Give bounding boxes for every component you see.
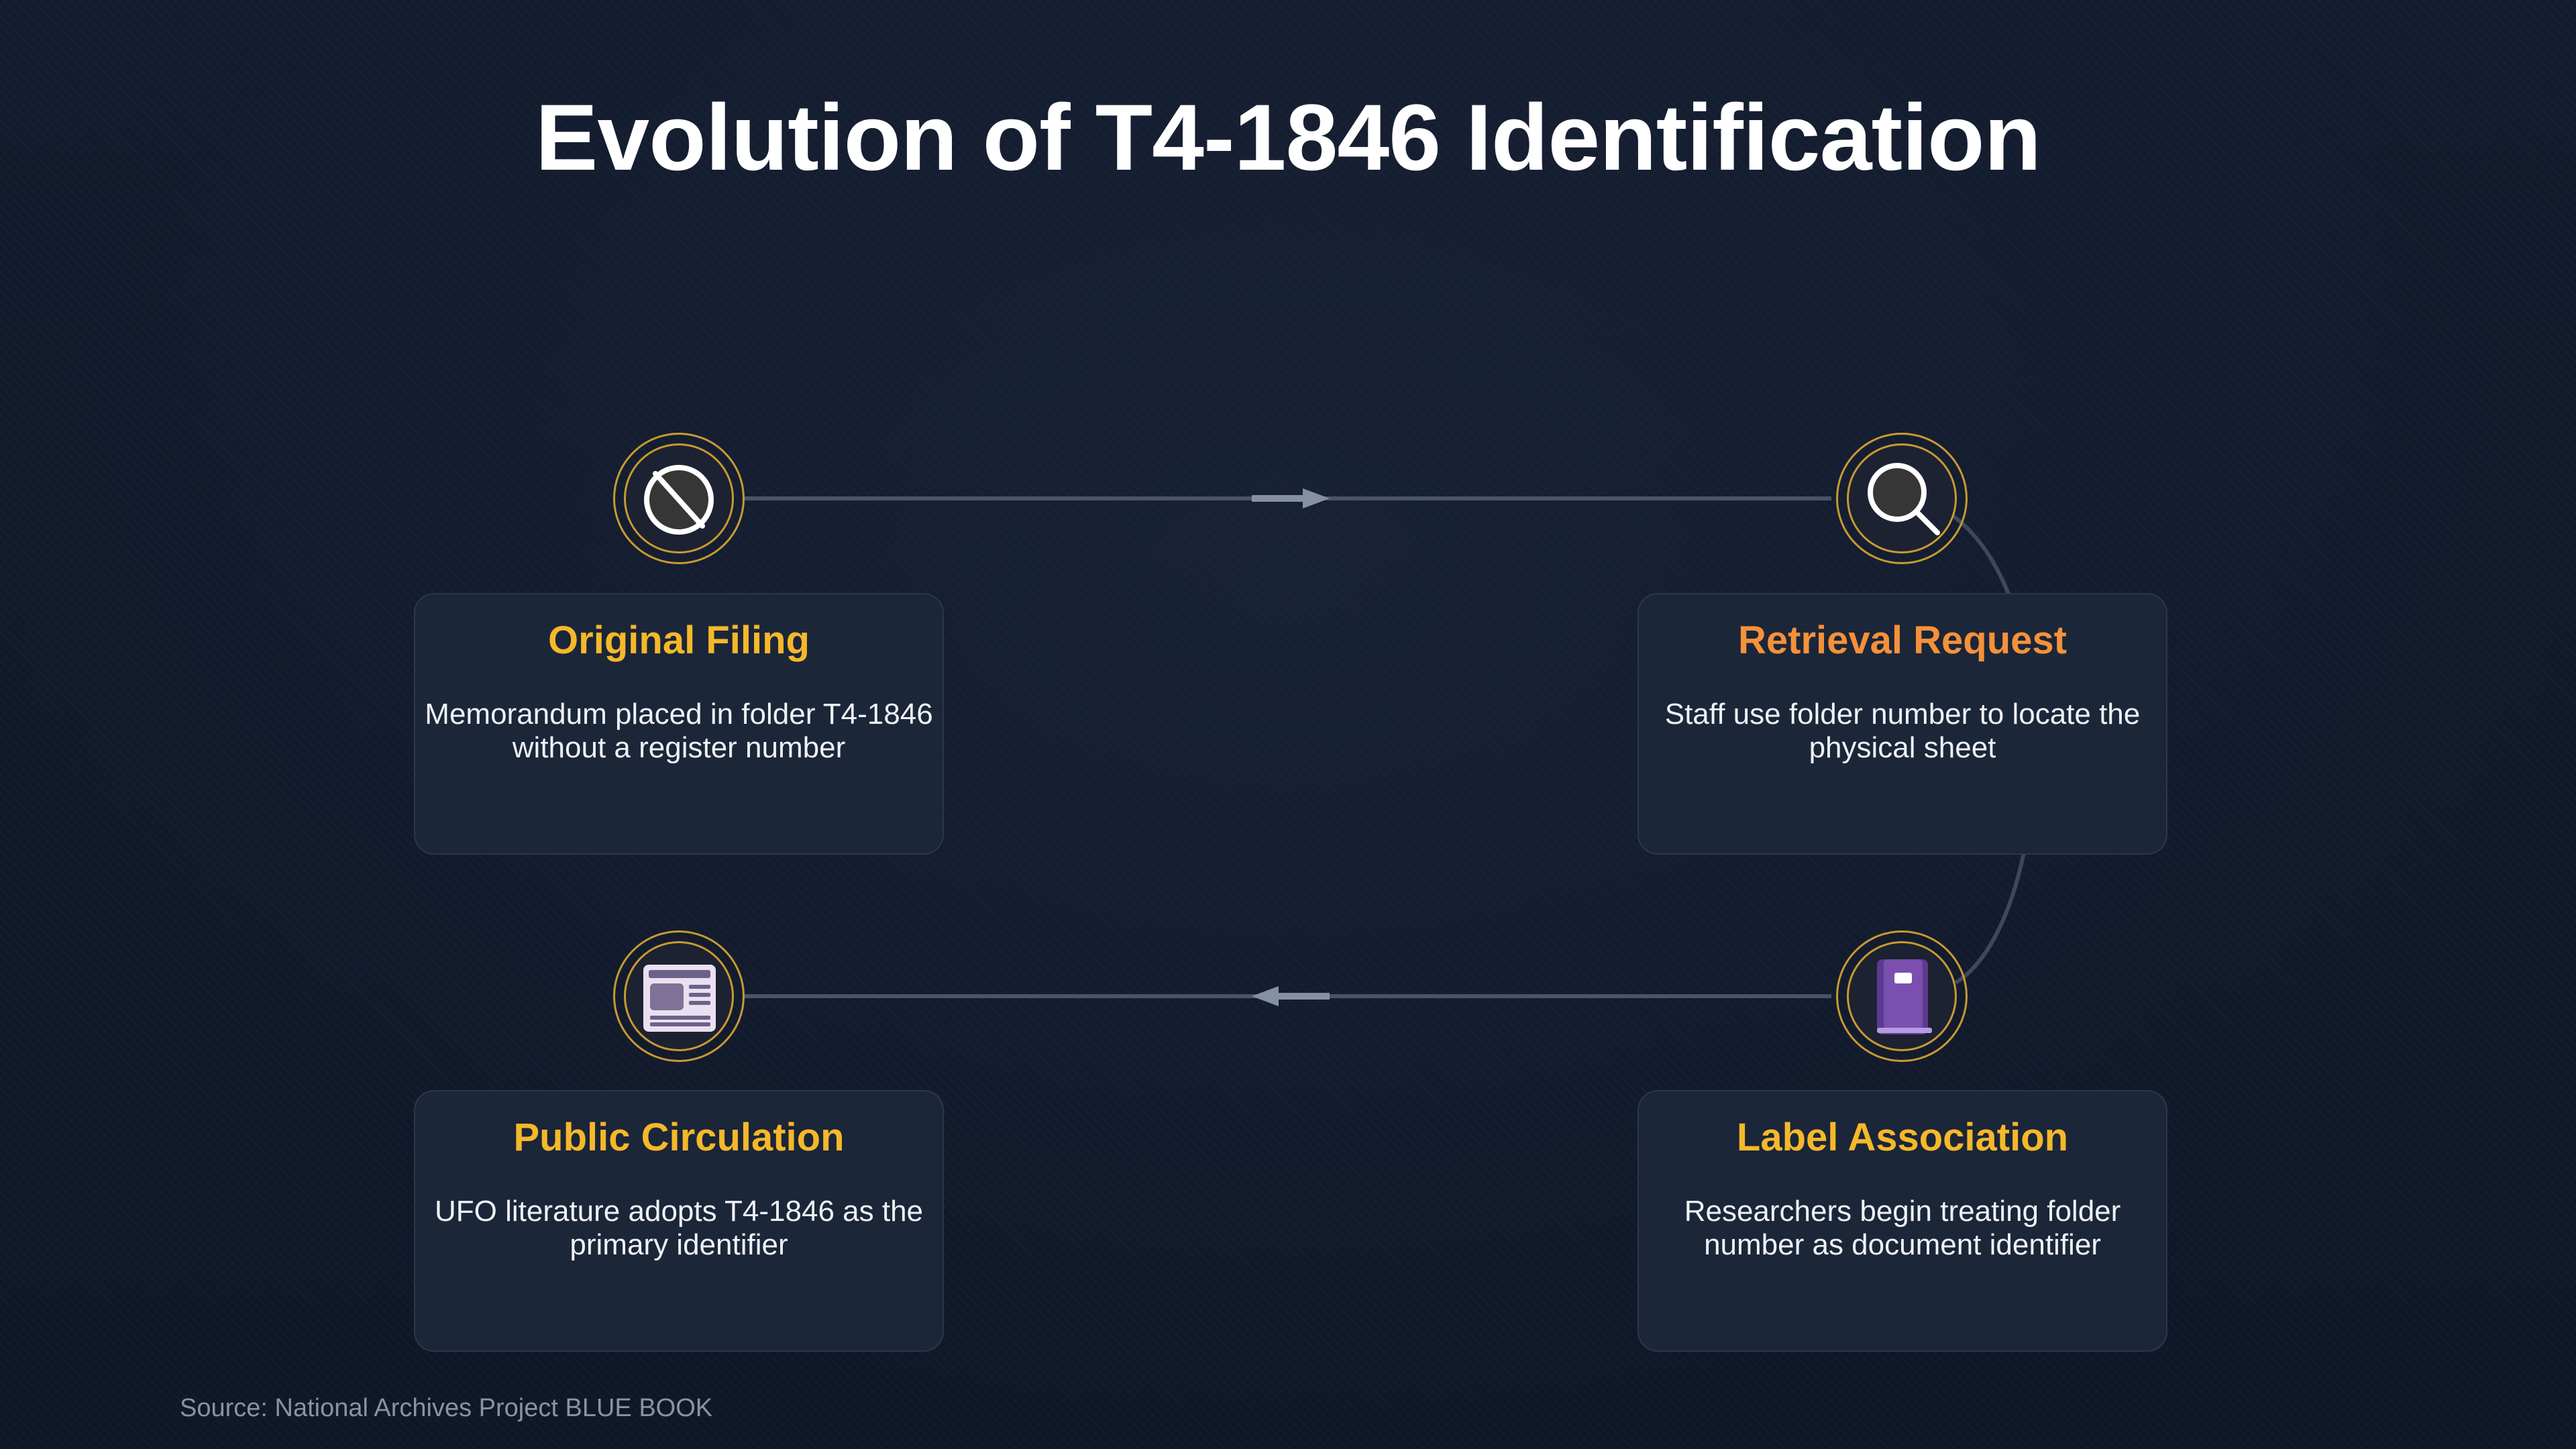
step-description: Researchers begin treating folder number… <box>1684 1194 2121 1261</box>
step-node-label-association <box>1836 930 1968 1062</box>
step-node-retrieval-request <box>1836 433 1968 564</box>
notebook-icon <box>1877 959 1932 1034</box>
step-title: Original Filing <box>548 619 810 662</box>
diagram-title: Evolution of T4-1846 Identification <box>535 85 2041 190</box>
step-description: Memorandum placed in folder T4-1846 with… <box>425 697 933 764</box>
magnifier-icon <box>1868 463 1940 535</box>
step-title: Label Association <box>1736 1116 2069 1159</box>
step-node-public-circulation <box>613 930 745 1062</box>
step-title: Retrieval Request <box>1738 619 2067 662</box>
step-description: Staff use folder number to locate the ph… <box>1664 697 2141 764</box>
step-card-original-filing: Original Filing Memorandum placed in fol… <box>414 593 944 855</box>
step-node-original-filing <box>613 433 745 564</box>
step-card-label-association: Label Association Researchers begin trea… <box>1638 1090 2167 1352</box>
arrow-right-icon <box>1252 488 1330 508</box>
step-card-public-circulation: Public Circulation UFO literature adopts… <box>414 1090 944 1352</box>
step-card-retrieval-request: Retrieval Request Staff use folder numbe… <box>1638 593 2167 855</box>
step-title: Public Circulation <box>513 1116 845 1159</box>
step-description: UFO literature adopts T4-1846 as the pri… <box>434 1194 924 1261</box>
source-note: Source: National Archives Project BLUE B… <box>180 1394 713 1422</box>
arrow-left-icon <box>1252 986 1330 1006</box>
prohibited-icon <box>644 465 714 535</box>
newspaper-icon <box>643 965 716 1032</box>
